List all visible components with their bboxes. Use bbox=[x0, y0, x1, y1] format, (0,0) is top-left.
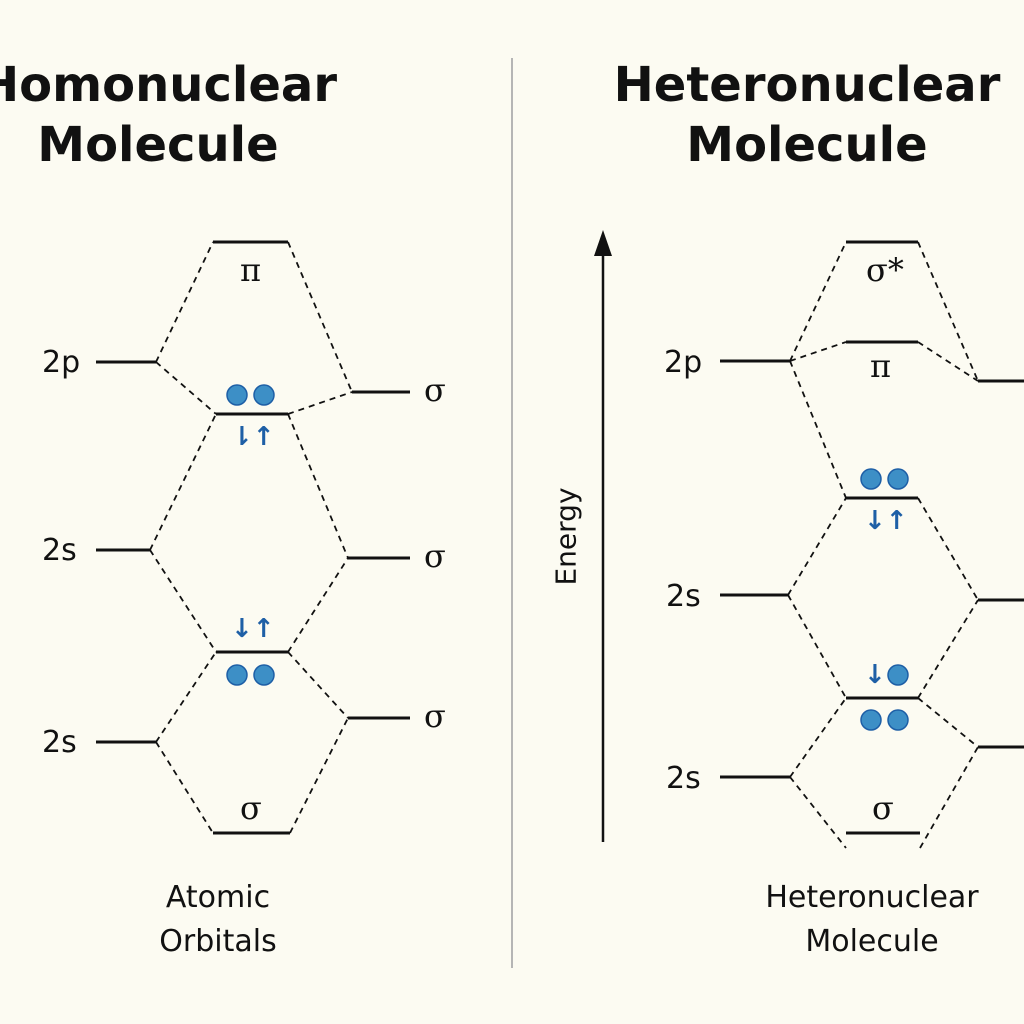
left-caption-line1: Atomic bbox=[165, 880, 271, 915]
left-spin-lower: ↓↑ bbox=[231, 614, 275, 644]
right-spin-lower: ↓ bbox=[864, 660, 886, 690]
right-caption-line1: Heteronuclear bbox=[765, 880, 979, 915]
left-electron bbox=[226, 664, 248, 686]
right-electron bbox=[887, 468, 909, 490]
right-electron bbox=[860, 468, 882, 490]
left-electron bbox=[253, 384, 275, 406]
right-title-line2: Molecule bbox=[686, 117, 928, 173]
left-right-label-upper: σ bbox=[424, 371, 446, 409]
left-atomic-label-2p: 2p bbox=[42, 345, 81, 380]
left-title-line2: Molecule bbox=[37, 117, 279, 173]
left-mo-label-sigma: σ bbox=[240, 789, 262, 827]
right-electron bbox=[860, 709, 882, 731]
left-caption-line2: Orbitals bbox=[159, 924, 277, 959]
energy-axis bbox=[594, 230, 612, 842]
left-electrons bbox=[226, 384, 275, 686]
left-connectors bbox=[149, 241, 353, 834]
right-title-line1: Heteronuclear bbox=[613, 57, 1001, 113]
right-connectors bbox=[787, 241, 979, 849]
right-electron bbox=[887, 664, 909, 686]
left-atomic-label-2s-lower: 2s bbox=[42, 725, 77, 760]
left-right-label-middle: σ bbox=[424, 537, 446, 575]
right-atomic-label-2s-upper: 2s bbox=[666, 579, 701, 614]
right-mo-label-pi: π bbox=[870, 347, 892, 385]
right-electron bbox=[887, 709, 909, 731]
energy-axis-label: Energy bbox=[549, 487, 583, 586]
right-mo-label-sigma: σ bbox=[872, 789, 894, 827]
right-electrons bbox=[860, 468, 909, 731]
right-title: Heteronuclear Molecule bbox=[612, 55, 1002, 175]
right-spin-upper: ↓↑ bbox=[864, 506, 908, 536]
left-electron bbox=[253, 664, 275, 686]
left-caption: Atomic Orbitals bbox=[138, 876, 298, 964]
left-mo-label-pi: π bbox=[240, 251, 262, 289]
right-caption: Heteronuclear Molecule bbox=[742, 876, 1002, 964]
right-levels bbox=[720, 240, 1024, 835]
right-atomic-label-2p: 2p bbox=[664, 345, 703, 380]
left-electron bbox=[226, 384, 248, 406]
left-atomic-label-2s-upper: 2s bbox=[42, 533, 77, 568]
left-title-line1: Homonuclear bbox=[0, 57, 337, 113]
right-atomic-label-2s-lower: 2s bbox=[666, 761, 701, 796]
right-mo-label-sigma-star: σ* bbox=[866, 251, 904, 289]
left-levels bbox=[96, 240, 410, 835]
left-right-label-lower: σ bbox=[424, 697, 446, 735]
right-caption-line2: Molecule bbox=[805, 924, 939, 959]
left-title: Homonuclear Molecule bbox=[0, 55, 348, 175]
left-spin-upper: ⇂↑ bbox=[231, 422, 275, 452]
